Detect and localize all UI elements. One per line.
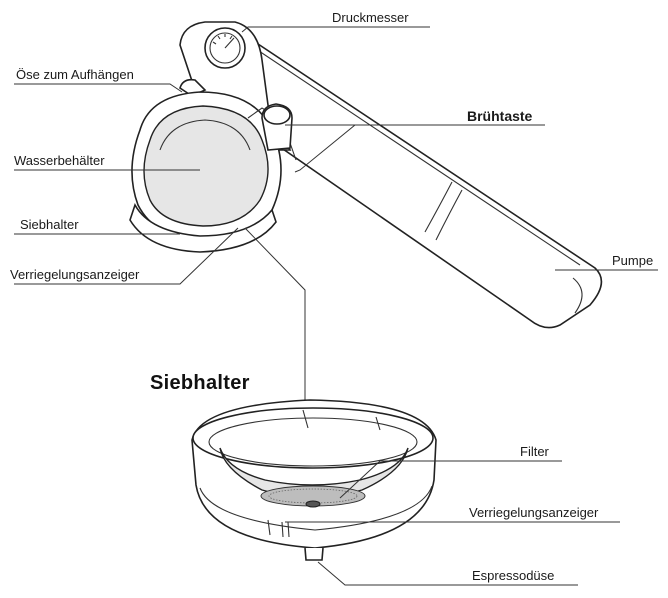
label-oese: Öse zum Aufhängen	[16, 67, 134, 82]
pump-tube	[203, 31, 603, 329]
label-verriegelung-bottom: Verriegelungsanzeiger	[469, 505, 599, 520]
pressure-gauge	[204, 27, 246, 69]
brew-button	[261, 103, 293, 151]
label-verriegelung-top: Verriegelungsanzeiger	[10, 267, 140, 282]
portafilter-ring	[129, 203, 277, 253]
label-filter: Filter	[520, 444, 549, 459]
label-siebhalter-top: Siebhalter	[20, 217, 79, 232]
lower-leaders	[285, 460, 620, 586]
label-druckmesser: Druckmesser	[332, 10, 409, 25]
label-espressoduese: Espressodüse	[472, 568, 555, 583]
section-title-siebhalter: Siebhalter	[150, 372, 250, 394]
label-bruehtaste: Brühtaste	[467, 108, 533, 124]
label-pumpe: Pumpe	[612, 253, 654, 268]
portafilter-detail	[191, 399, 437, 561]
label-wasserbehaelter: Wasserbehälter	[14, 153, 105, 168]
upper-leaders	[14, 26, 658, 408]
water-tank	[131, 91, 297, 241]
